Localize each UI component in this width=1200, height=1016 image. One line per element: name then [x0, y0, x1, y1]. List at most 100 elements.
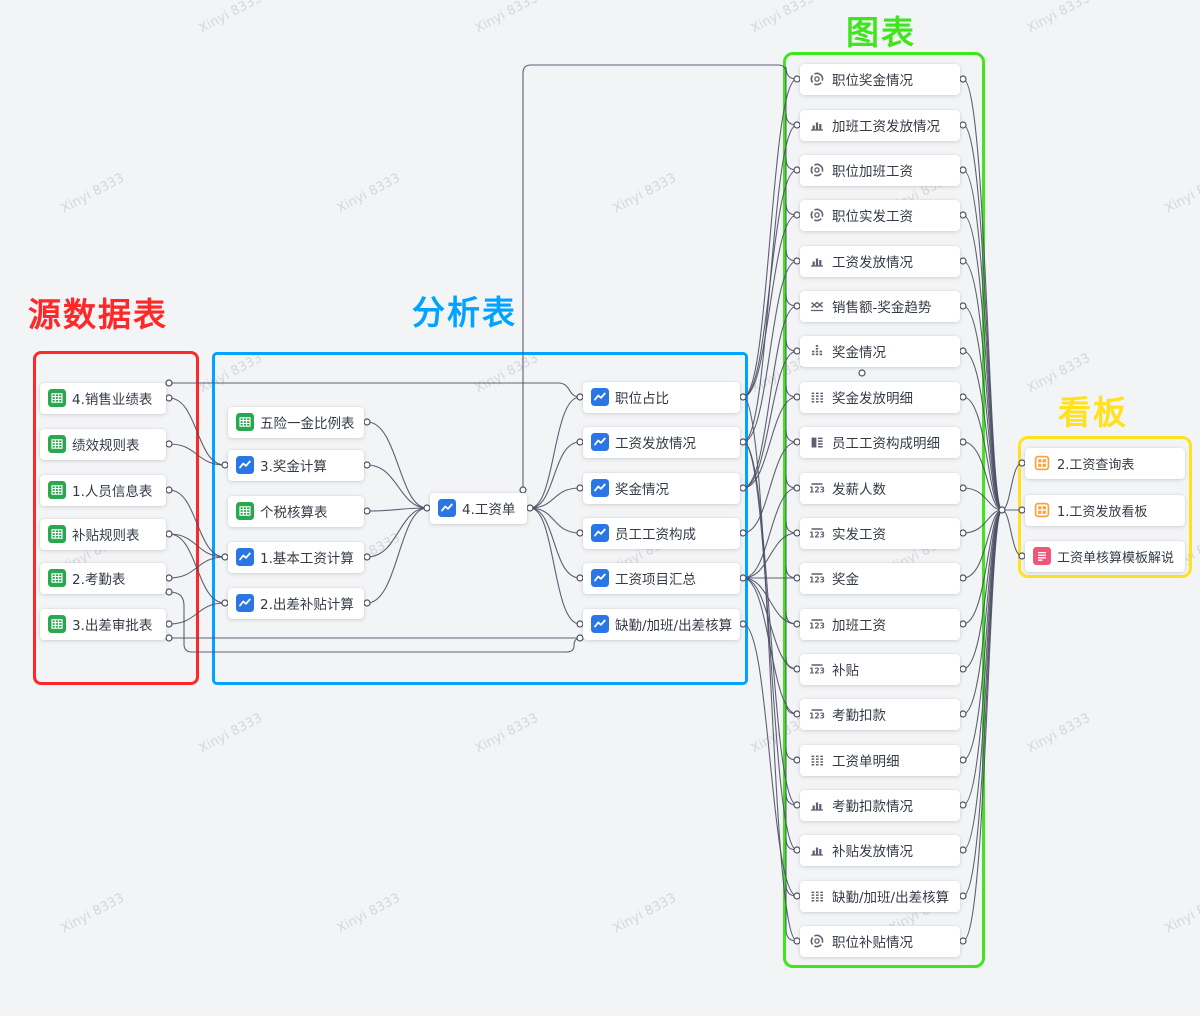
- connection-edge: [742, 260, 798, 443]
- node-label: 2.出差补贴计算: [260, 597, 354, 613]
- connection-edge: [529, 507, 581, 625]
- dashboard-node[interactable]: 1.工资发放看板: [1025, 494, 1185, 526]
- table-icon: [48, 525, 66, 543]
- connection-port-dot: [739, 529, 747, 537]
- connection-port-dot: [739, 574, 747, 582]
- source-group-box: [33, 351, 199, 685]
- source-table-node[interactable]: 1.人员信息表: [40, 474, 166, 506]
- analysis-result-node[interactable]: 缺勤/加班/出差核算: [583, 608, 740, 640]
- node-label: 员工工资构成明细: [832, 436, 940, 452]
- source-table-node[interactable]: 补贴规则表: [40, 518, 166, 550]
- connection-port-dot: [165, 620, 173, 628]
- node-label: 发薪人数: [832, 482, 886, 498]
- node-label: 4.工资单: [462, 502, 516, 518]
- source-table-node[interactable]: 4.销售业绩表: [40, 382, 166, 414]
- analysis-result-node[interactable]: 奖金情况: [583, 472, 740, 504]
- analysis-node[interactable]: 3.奖金计算: [228, 449, 364, 481]
- analysis-node[interactable]: 五险一金比例表: [228, 406, 364, 438]
- analysis-result-node[interactable]: 工资项目汇总: [583, 562, 740, 594]
- chart-node[interactable]: 工资单明细: [800, 744, 960, 776]
- node-label: 奖金发放明细: [832, 391, 913, 407]
- analysis-node[interactable]: 2.出差补贴计算: [228, 587, 364, 619]
- analysis-icon: [438, 499, 456, 517]
- node-label: 工资发放情况: [615, 436, 696, 452]
- connection-port-dot: [959, 574, 967, 582]
- node-label: 工资单明细: [832, 754, 900, 770]
- combo-chart-icon: [808, 297, 826, 315]
- node-label: 1.基本工资计算: [260, 551, 354, 567]
- connection-edge: [522, 64, 787, 929]
- analysis-icon: [236, 456, 254, 474]
- kpi-123-icon: 123: [808, 479, 826, 497]
- dashboard-icon: [1033, 501, 1051, 519]
- connection-edge: [168, 489, 226, 558]
- connection-edge: [169, 382, 581, 398]
- connection-edge: [742, 350, 798, 489]
- chart-node[interactable]: 奖金情况: [800, 335, 960, 367]
- chart-node[interactable]: 123 发薪人数: [800, 472, 960, 504]
- connection-port-dot: [363, 418, 371, 426]
- chart-node[interactable]: 员工工资构成明细: [800, 426, 960, 458]
- dashboard-node[interactable]: 工资单核算模板解说: [1025, 540, 1185, 572]
- connection-edge: [168, 397, 226, 466]
- chart-node[interactable]: 奖金发放明细: [800, 381, 960, 413]
- source-table-node[interactable]: 3.出差审批表: [40, 608, 166, 640]
- analysis-node[interactable]: 1.基本工资计算: [228, 541, 364, 573]
- analysis-result-node[interactable]: 工资发放情况: [583, 426, 740, 458]
- table-icon: [48, 569, 66, 587]
- dashboard-node[interactable]: 2.工资查询表: [1025, 447, 1185, 479]
- kpi-123-icon: 123: [808, 524, 826, 542]
- connection-edge: [529, 507, 581, 534]
- charts-group-box: [783, 52, 985, 968]
- analysis-group-box: [212, 352, 748, 685]
- analysis-icon: [591, 433, 609, 451]
- analysis-icon: [236, 594, 254, 612]
- analysis-group-title: 分析表: [412, 293, 517, 332]
- chart-node[interactable]: 工资发放情况: [800, 245, 960, 277]
- connection-port-dot: [526, 504, 534, 512]
- kpi-123-icon: 123: [808, 660, 826, 678]
- connection-edge: [742, 532, 798, 579]
- chart-node[interactable]: 销售额-奖金趋势: [800, 290, 960, 322]
- connection-edge: [366, 421, 428, 509]
- chart-node[interactable]: 加班工资发放情况: [800, 109, 960, 141]
- charts-group-title: 图表: [846, 13, 916, 52]
- connection-port-dot: [959, 620, 967, 628]
- analysis-node[interactable]: 个税核算表: [228, 495, 364, 527]
- document-icon: [1033, 547, 1051, 565]
- connection-edge: [962, 78, 1003, 511]
- node-label: 个税核算表: [260, 505, 328, 521]
- analysis-result-node[interactable]: 职位占比: [583, 381, 740, 413]
- svg-text:123: 123: [809, 576, 825, 585]
- analysis-result-node[interactable]: 员工工资构成: [583, 517, 740, 549]
- chart-node[interactable]: 职位补贴情况: [800, 925, 960, 957]
- connection-edge: [742, 78, 798, 398]
- connection-edge: [962, 509, 1003, 579]
- node-label: 职位补贴情况: [832, 935, 913, 951]
- connection-port-dot: [959, 801, 967, 809]
- source-table-node[interactable]: 绩效规则表: [40, 428, 166, 460]
- node-label: 职位占比: [615, 391, 669, 407]
- chart-node[interactable]: 职位加班工资: [800, 154, 960, 186]
- connection-edge: [168, 556, 226, 579]
- chart-node[interactable]: 职位实发工资: [800, 199, 960, 231]
- chart-node[interactable]: 补贴发放情况: [800, 834, 960, 866]
- chart-node[interactable]: 考勤扣款情况: [800, 789, 960, 821]
- node-label: 工资项目汇总: [615, 572, 696, 588]
- chart-node[interactable]: 缺勤/加班/出差核算: [800, 880, 960, 912]
- node-label: 奖金情况: [615, 482, 669, 498]
- chart-node[interactable]: 123 补贴: [800, 653, 960, 685]
- table-icon: [48, 435, 66, 453]
- chart-node[interactable]: 职位奖金情况: [800, 63, 960, 95]
- node-label: 考勤扣款情况: [832, 799, 913, 815]
- node-label: 员工工资构成: [615, 527, 696, 543]
- source-table-node[interactable]: 2.考勤表: [40, 562, 166, 594]
- analysis-node[interactable]: 4.工资单: [430, 492, 527, 524]
- connection-edge: [962, 509, 1003, 942]
- node-label: 补贴: [832, 663, 859, 679]
- bar-chart-icon: [808, 841, 826, 859]
